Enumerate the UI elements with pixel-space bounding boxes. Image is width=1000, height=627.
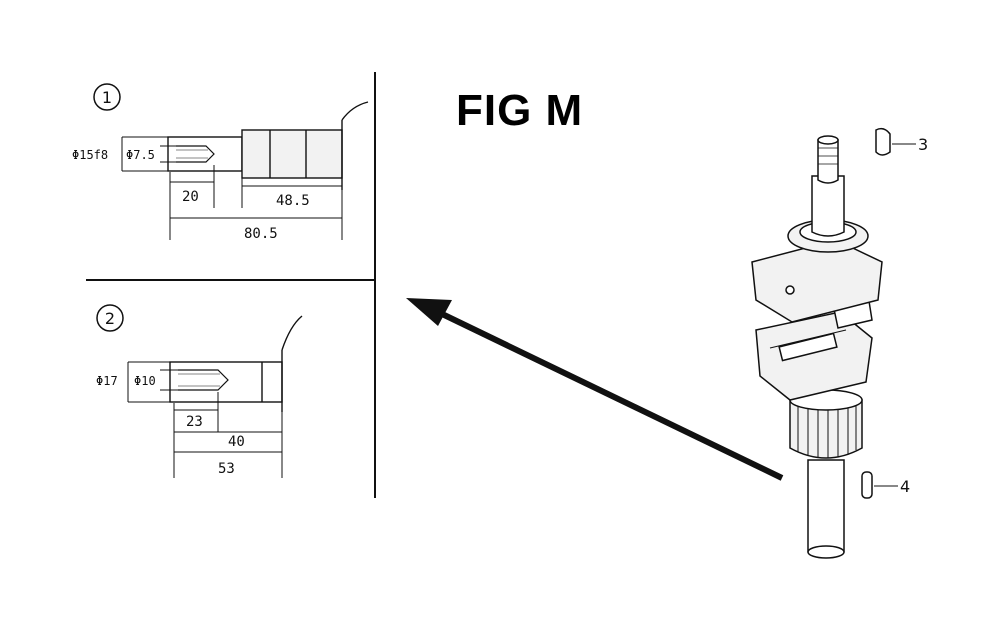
detail-1-dim-total: 80.5 <box>244 226 278 242</box>
detail-1-shaft <box>167 101 369 190</box>
detail-1-diameter-lines <box>121 136 176 172</box>
detail-1-diameter-outer: Φ15f8 <box>72 148 108 162</box>
part-3-label: 3 <box>918 135 928 154</box>
detail-2-diameter-outer: Φ17 <box>96 374 118 388</box>
part-4-pin <box>861 471 898 499</box>
detail-2-diameter-inner: Φ10 <box>134 374 156 388</box>
detail-2-number-circle <box>96 304 124 332</box>
part-3-key <box>875 127 916 156</box>
detail-2-dim-total: 53 <box>218 461 235 477</box>
detail-2-diameter-lines <box>127 361 178 403</box>
detail-1-number: 1 <box>102 88 112 107</box>
part-4-label: 4 <box>900 477 910 496</box>
detail-2-shaft <box>169 315 303 412</box>
detail-1-dim-shaft: 48.5 <box>276 193 310 209</box>
detail-2-dim-shaft: 40 <box>228 434 245 450</box>
detail-1-diameter-inner: Φ7.5 <box>126 148 155 162</box>
figure-title: FIG M <box>456 86 584 135</box>
detail-1-number-circle <box>93 83 121 111</box>
crankshaft-illustration <box>751 135 883 559</box>
pointer-arrow <box>406 298 784 481</box>
detail-2-dim-thread: 23 <box>186 414 203 430</box>
detail-2-length-lines <box>173 392 283 478</box>
detail-1-length-lines <box>169 165 343 240</box>
detail-1-dim-thread: 20 <box>182 189 199 205</box>
detail-1: 1 Φ15f8 Φ7.5 <box>72 83 369 242</box>
detail-2-number: 2 <box>105 309 115 328</box>
detail-2: 2 Φ17 Φ10 23 40 53 <box>96 304 303 478</box>
